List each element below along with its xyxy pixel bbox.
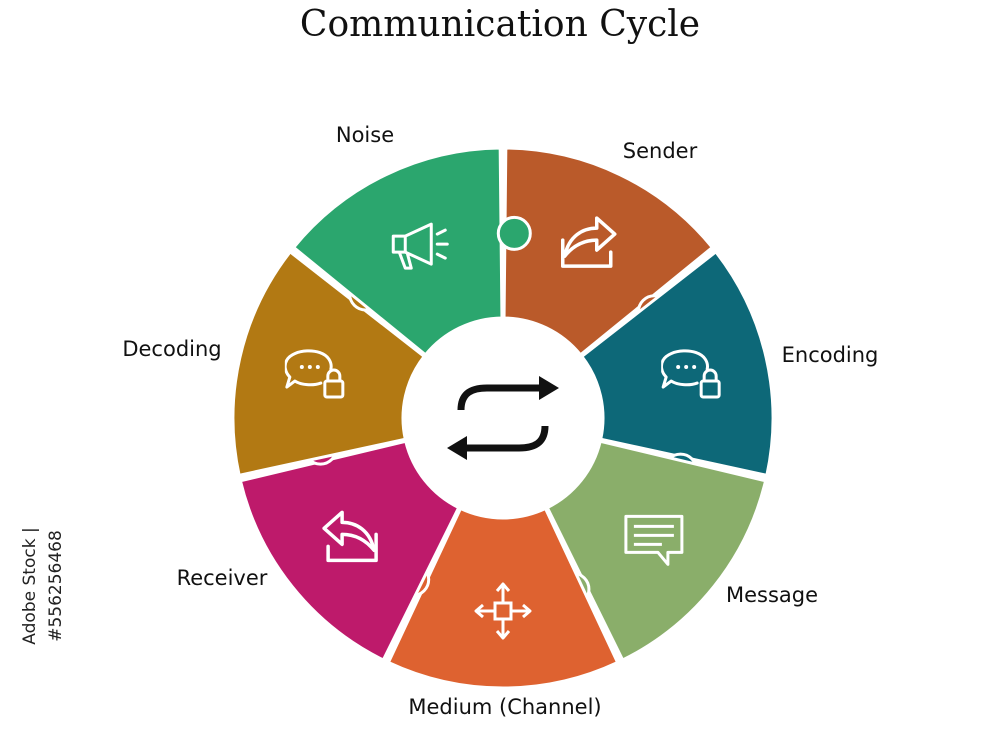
segment-label: Sender <box>623 139 698 163</box>
segment-decoding <box>231 249 427 478</box>
segment-label: Receiver <box>177 566 268 590</box>
segment-label: Message <box>726 583 818 607</box>
segment-label: Decoding <box>122 337 221 361</box>
center-hub <box>410 325 596 511</box>
puzzle-tab <box>496 215 532 251</box>
cycle-arrows-icon <box>447 376 559 460</box>
segment-encoding <box>579 249 775 478</box>
segment-receiver <box>238 439 461 663</box>
segment-label: Encoding <box>782 343 879 367</box>
segment-label: Medium (Channel) <box>408 695 601 719</box>
stock-id-watermark: Adobe Stock | #556256468 <box>20 527 66 645</box>
diagram-title: Communication Cycle <box>299 4 701 45</box>
segment-label: Noise <box>336 123 394 147</box>
segment-sender <box>502 146 715 357</box>
segment-message <box>545 439 768 663</box>
